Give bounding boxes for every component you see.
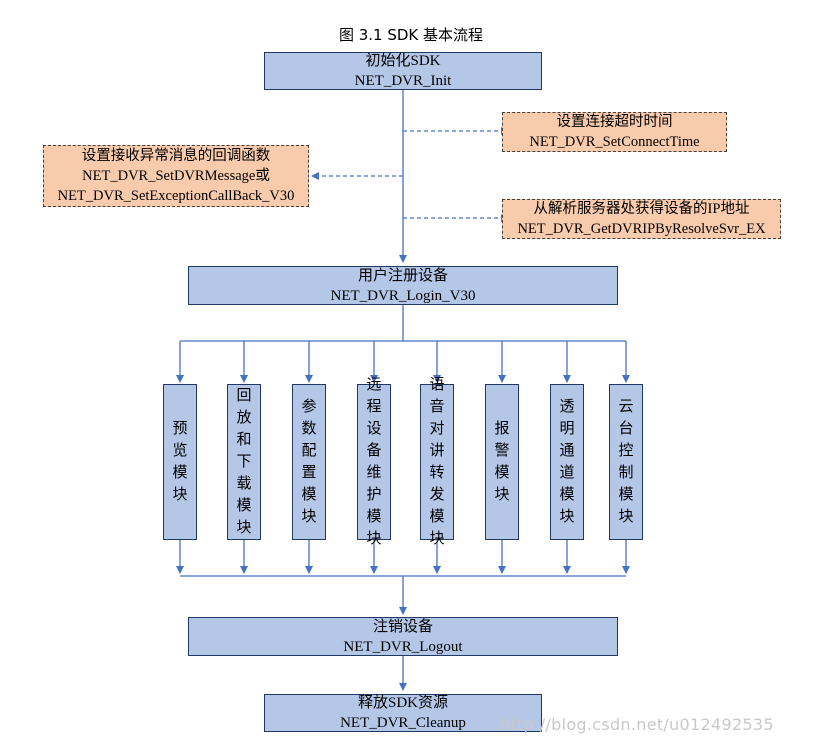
exception-function-1: NET_DVR_SetDVRMessage或: [82, 168, 270, 184]
module-preview: 预览模块: [163, 384, 197, 540]
module-voice-label: 语音对讲转发模块: [429, 377, 445, 547]
module-remote-label: 远程设备维护模块: [366, 377, 382, 547]
cleanup-function: NET_DVR_Cleanup: [340, 715, 466, 731]
resolve-label: 从解析服务器处获得设备的IP地址: [533, 201, 750, 217]
logout-label: 注销设备: [372, 618, 433, 635]
module-params-label: 参数配置模块: [301, 399, 317, 525]
module-ptz: 云台控制模块: [609, 384, 643, 540]
init-label: 初始化SDK: [365, 53, 441, 69]
module-voice: 语音对讲转发模块: [420, 377, 454, 547]
module-ptz-label: 云台控制模块: [618, 399, 634, 525]
module-preview-label: 预览模块: [172, 421, 188, 503]
init-box: 初始化SDK NET_DVR_Init: [264, 52, 542, 90]
module-serial: 透明通道模块: [550, 384, 584, 540]
exception-box: 设置接收异常消息的回调函数 NET_DVR_SetDVRMessage或 NET…: [43, 145, 309, 207]
resolve-box: 从解析服务器处获得设备的IP地址 NET_DVR_GetDVRIPByResol…: [502, 199, 781, 239]
connect-time-function: NET_DVR_SetConnectTime: [529, 134, 700, 150]
cleanup-label: 释放SDK资源: [357, 695, 448, 711]
cleanup-box: 释放SDK资源 NET_DVR_Cleanup: [264, 694, 542, 732]
login-box: 用户注册设备 NET_DVR_Login_V30: [188, 266, 618, 305]
logout-box: 注销设备 NET_DVR_Logout: [188, 617, 618, 656]
init-function: NET_DVR_Init: [354, 73, 452, 89]
resolve-function: NET_DVR_GetDVRIPByResolveSvr_EX: [517, 221, 766, 237]
login-function: NET_DVR_Login_V30: [330, 287, 476, 304]
exception-function-2: NET_DVR_SetExceptionCallBack_V30: [57, 188, 295, 204]
module-alarm-label: 报警模块: [494, 421, 510, 503]
module-playback: 回放和下载模块: [227, 384, 261, 540]
watermark: http://blog.csdn.net/u012492535: [500, 715, 774, 734]
connect-time-box: 设置连接超时时间 NET_DVR_SetConnectTime: [502, 112, 727, 152]
module-params: 参数配置模块: [292, 384, 326, 540]
login-label: 用户注册设备: [357, 267, 448, 284]
module-playback-label: 回放和下载模块: [236, 388, 252, 536]
figure-title: 图 3.1 SDK 基本流程: [338, 26, 484, 44]
connect-time-label: 设置连接超时时间: [556, 114, 673, 130]
logout-function: NET_DVR_Logout: [343, 638, 463, 655]
module-remote: 远程设备维护模块: [357, 377, 391, 547]
exception-label: 设置接收异常消息的回调函数: [81, 148, 271, 164]
module-alarm: 报警模块: [485, 384, 519, 540]
module-serial-label: 透明通道模块: [559, 399, 575, 525]
